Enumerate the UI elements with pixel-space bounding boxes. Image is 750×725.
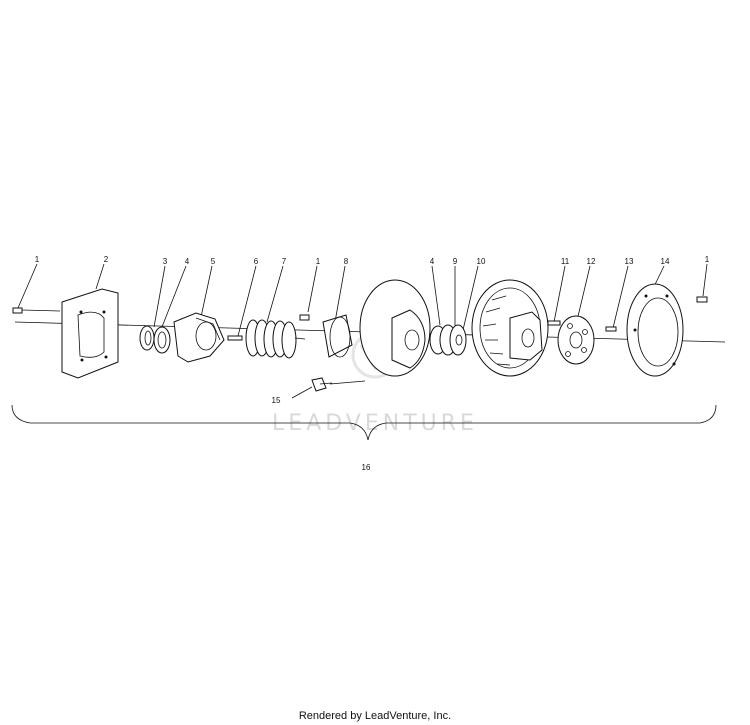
- bushing-part-4: [153, 326, 171, 354]
- spider-part-12: [557, 315, 595, 365]
- callout-14: 14: [661, 257, 670, 266]
- bolt-part-1-left: [12, 307, 61, 314]
- callout-12: 12: [587, 257, 596, 266]
- assembly-bracket: [11, 404, 717, 441]
- pulley-stack-part-9-10: [429, 324, 467, 356]
- callout-15: 15: [272, 396, 281, 405]
- callout-1-right: 1: [705, 255, 710, 264]
- sleeve-part-8: [322, 314, 353, 358]
- cover-part-14: [626, 283, 684, 377]
- callout-2: 2: [104, 255, 109, 264]
- callout-labels: 1 2 3 4 5 6 7 1 8 4 9 10 11 12 13 14 1 1…: [35, 255, 710, 472]
- callout-4-right: 4: [430, 257, 435, 266]
- screw-part-13: [605, 326, 617, 332]
- bolt-part-15: [311, 377, 333, 392]
- callout-11: 11: [561, 257, 570, 266]
- spring-part-7: [245, 319, 306, 359]
- plate-part-2: [61, 288, 119, 379]
- callout-10: 10: [477, 257, 486, 266]
- watermark-text: LEADVENTURE: [272, 411, 478, 436]
- callout-5: 5: [211, 257, 216, 266]
- callout-7: 7: [282, 257, 287, 266]
- leader-lines: [17, 263, 708, 399]
- pin-part-11: [547, 320, 561, 326]
- callout-4-left: 4: [185, 257, 190, 266]
- callout-8: 8: [344, 257, 349, 266]
- footer-credit: Rendered by LeadVenture, Inc.: [298, 710, 452, 722]
- sheave-finned: [471, 279, 549, 377]
- callout-1-middle: 1: [316, 257, 321, 266]
- cam-part-5: [173, 312, 225, 363]
- bolt-part-1-middle: [299, 314, 310, 321]
- sheave-central: [359, 279, 431, 377]
- pin-part-6: [227, 335, 243, 341]
- callout-3: 3: [163, 257, 168, 266]
- callout-1-left: 1: [35, 255, 40, 264]
- ring-part-3: [139, 325, 155, 351]
- callout-13: 13: [625, 257, 634, 266]
- callout-9: 9: [453, 257, 458, 266]
- callout-16: 16: [362, 463, 371, 472]
- bolt-part-1-right: [696, 296, 708, 303]
- callout-6: 6: [254, 257, 259, 266]
